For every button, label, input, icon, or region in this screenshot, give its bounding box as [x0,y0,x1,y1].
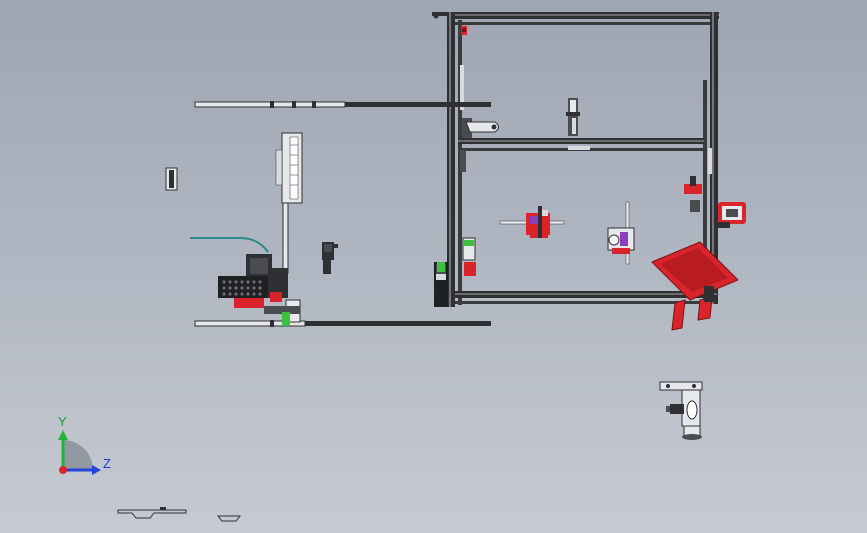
center-gripper-unit[interactable] [499,206,565,238]
left-rail-assembly[interactable] [194,101,491,327]
profile-parts[interactable] [117,507,242,522]
z-axis-label: Z [103,456,111,471]
upper-gripper-unit[interactable] [566,98,580,136]
y-axis-label: Y [58,414,67,429]
right-gripper-unit[interactable] [607,201,635,265]
vertical-column-assembly[interactable] [275,132,303,274]
main-frame-assembly[interactable] [432,12,719,307]
x-axis-point [59,466,67,474]
floating-bracket[interactable] [165,167,178,191]
detached-wheel-unit[interactable] [659,381,703,440]
drive-unit[interactable] [190,237,301,326]
coordinate-triad-icon: Y Z [58,414,111,475]
right-red-mechanism[interactable] [651,176,746,331]
lower-rail [195,321,491,326]
hanging-sensor[interactable] [322,242,338,274]
